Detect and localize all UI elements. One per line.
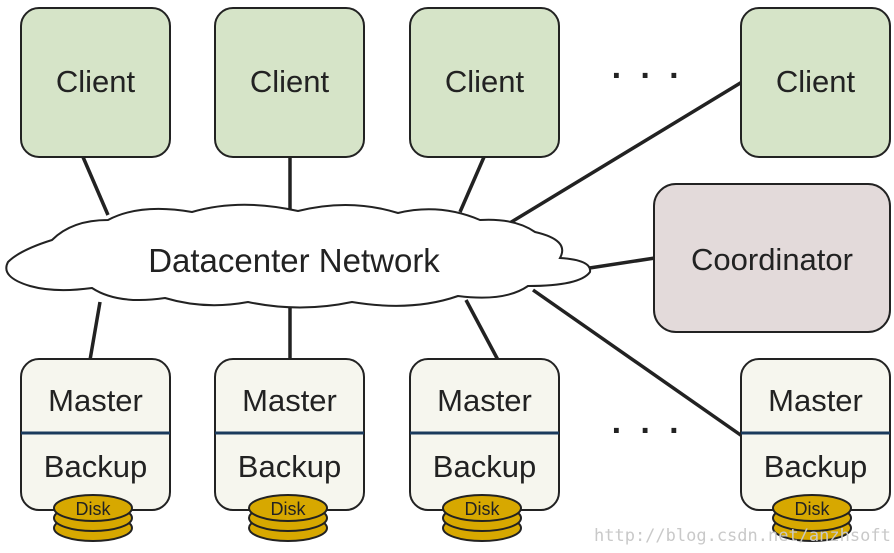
backup-label: Backup: [44, 449, 147, 484]
client-label: Client: [776, 64, 856, 99]
client-box-3: Client: [409, 7, 560, 158]
client-label: Client: [445, 64, 525, 99]
client-box-1: Client: [20, 7, 171, 158]
link-coordinator: [582, 256, 656, 271]
link-client-4: [507, 80, 743, 226]
backup-label: Backup: [764, 449, 867, 484]
master-label: Master: [437, 383, 532, 418]
master-label: Master: [48, 383, 143, 418]
master-label: Master: [242, 383, 337, 418]
disk-icon: Disk: [53, 494, 133, 542]
disk-label: Disk: [271, 499, 307, 519]
disk-icon: Disk: [772, 494, 852, 542]
master-label: Master: [768, 383, 863, 418]
client-label: Client: [56, 64, 136, 99]
backup-label: Backup: [433, 449, 536, 484]
servers-ellipsis: · · ·: [612, 412, 685, 450]
clients-ellipsis: · · ·: [612, 57, 685, 95]
coordinator-box: Coordinator: [653, 183, 891, 333]
network-label: Datacenter Network: [148, 242, 440, 279]
server-box-3: Master Backup Disk: [409, 358, 560, 542]
network-cloud: Datacenter Network: [5, 203, 592, 309]
link-client-3: [458, 156, 486, 213]
client-box-2: Client: [214, 7, 365, 158]
client-label: Client: [250, 64, 330, 99]
coordinator-label: Coordinator: [691, 242, 853, 277]
backup-label: Backup: [238, 449, 341, 484]
client-box-4: Client: [740, 7, 891, 158]
server-box-2: Master Backup Disk: [214, 358, 365, 542]
link-server-3: [464, 299, 500, 361]
watermark-text: http://blog.csdn.net/anzhsoft: [594, 526, 891, 546]
disk-icon: Disk: [442, 494, 522, 542]
disk-icon: Disk: [248, 494, 328, 542]
connection-lines: [81, 80, 744, 438]
server-box-4: Master Backup Disk: [740, 358, 891, 542]
link-server-1: [88, 301, 102, 361]
disk-label: Disk: [465, 499, 501, 519]
disk-label: Disk: [795, 499, 831, 519]
link-server-4: [531, 288, 744, 438]
disk-label: Disk: [76, 499, 112, 519]
link-client-1: [81, 156, 110, 216]
server-box-1: Master Backup Disk: [20, 358, 171, 542]
